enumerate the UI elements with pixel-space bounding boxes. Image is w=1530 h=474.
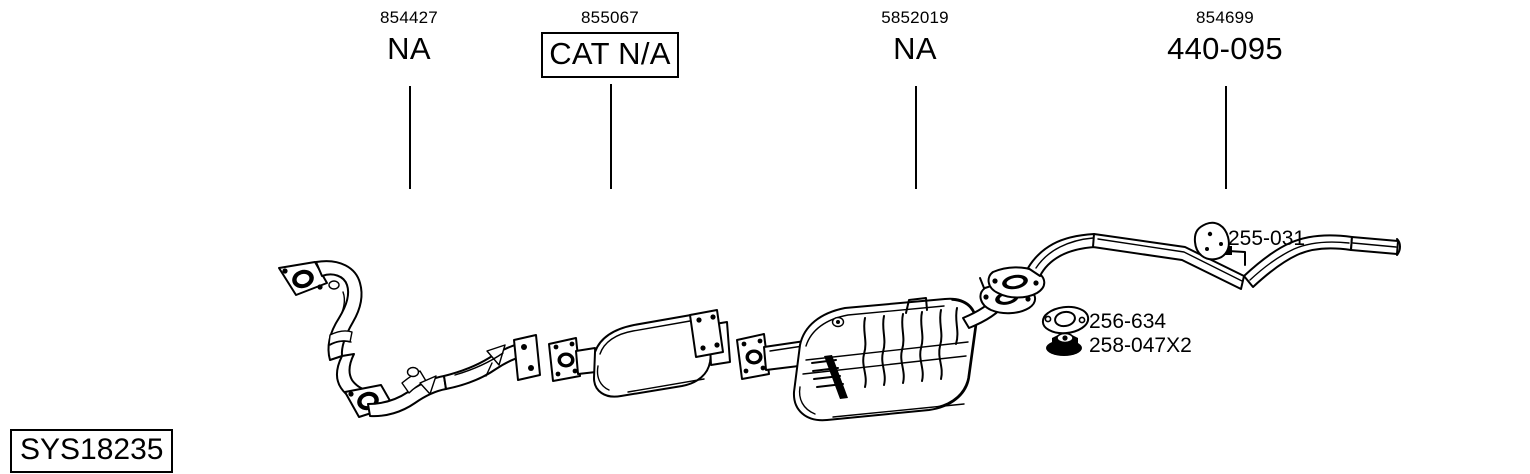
tailpipe-inlet-flange bbox=[987, 266, 1046, 299]
leader-line-854699 bbox=[1225, 86, 1227, 189]
hardware-label-258-047X2: 258-047X2 bbox=[1089, 334, 1192, 357]
oval-gasket-icon bbox=[1041, 305, 1090, 335]
cat-outlet-flange bbox=[689, 309, 724, 358]
system-code-label: SYS18235 bbox=[10, 429, 174, 473]
callout-ref: 855067 bbox=[581, 8, 639, 27]
cat-inlet-flange bbox=[548, 337, 581, 382]
callout-855067: 855067 CAT N/A bbox=[510, 8, 710, 78]
front-pipe-upper-flange bbox=[278, 261, 328, 296]
front-pipe-outlet-flange bbox=[513, 334, 541, 381]
callout-part: CAT N/A bbox=[541, 32, 679, 78]
hardware-label-255-031: 255-031 bbox=[1228, 227, 1306, 250]
callout-part: NA bbox=[387, 31, 431, 66]
front-pipe-assembly bbox=[278, 260, 541, 418]
hex-nut-icon bbox=[1046, 332, 1082, 356]
callout-part: 440-095 bbox=[1167, 31, 1283, 66]
silencer-inlet-flange bbox=[736, 333, 770, 380]
hardware-label-256-634: 256-634 bbox=[1089, 310, 1167, 333]
tailpipe bbox=[987, 233, 1401, 299]
callout-854427: 854427 NA bbox=[309, 8, 509, 68]
callout-ref: 5852019 bbox=[881, 8, 949, 27]
callout-part: NA bbox=[893, 31, 937, 66]
leader-line-5852019 bbox=[915, 86, 917, 189]
callout-854699: 854699 440-095 bbox=[1125, 8, 1325, 68]
leader-line-854427 bbox=[409, 86, 411, 189]
silencer-louvers bbox=[811, 355, 848, 399]
callout-5852019: 5852019 NA bbox=[815, 8, 1015, 68]
rubber-hanger-icon bbox=[1193, 221, 1230, 261]
rear-silencer bbox=[736, 277, 1037, 422]
callout-ref: 854427 bbox=[380, 8, 438, 27]
catalytic-converter bbox=[548, 309, 731, 398]
leader-line-855067 bbox=[610, 84, 612, 189]
callout-ref: 854699 bbox=[1196, 8, 1254, 27]
